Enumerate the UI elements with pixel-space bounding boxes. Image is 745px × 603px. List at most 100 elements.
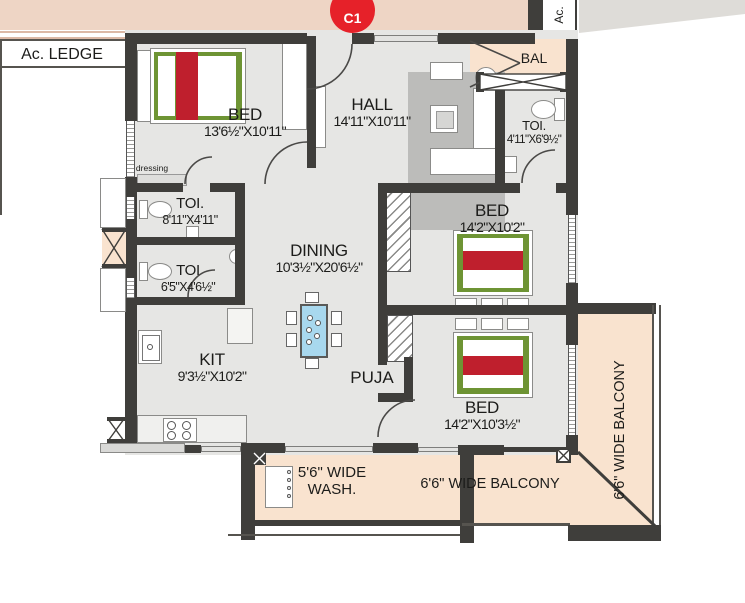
wall bbox=[378, 305, 578, 315]
wall bbox=[210, 183, 245, 192]
room-label-toi2: TOI 6'5"X4'6½" bbox=[161, 262, 216, 294]
wash-line2: WASH. bbox=[307, 480, 357, 498]
room-dims: 8'11"X4'11" bbox=[162, 212, 218, 227]
washing-machine-knob bbox=[287, 470, 291, 474]
duct-marker bbox=[556, 448, 571, 463]
bed2-wardrobe bbox=[383, 190, 411, 272]
wall bbox=[307, 36, 316, 168]
dining-chair bbox=[331, 311, 342, 325]
wall bbox=[241, 443, 285, 453]
ledge bbox=[100, 443, 185, 453]
wall bbox=[572, 303, 656, 314]
room-label-kitchen: KIT 9'3½"X10'2" bbox=[178, 350, 247, 385]
room-label-bed1: BED 13'6½"X10'11" bbox=[204, 105, 287, 140]
ac-corner-box bbox=[541, 0, 577, 31]
ledge-border-top bbox=[0, 39, 126, 41]
room-name: TOI bbox=[176, 262, 200, 279]
bed1-pillow bbox=[158, 56, 175, 116]
wash-line1: 5'6" WIDE bbox=[297, 464, 367, 481]
tv-cabinet bbox=[430, 62, 463, 80]
dining-chair bbox=[286, 333, 297, 347]
toi-attached-wc bbox=[531, 100, 556, 119]
room-name: KIT bbox=[199, 350, 225, 369]
stove bbox=[163, 418, 197, 442]
rail bbox=[462, 523, 570, 526]
wall bbox=[352, 33, 374, 44]
kitchen-sink-drain bbox=[147, 344, 153, 350]
bed1-runner bbox=[176, 52, 198, 120]
duct-marker bbox=[253, 452, 266, 465]
bed2-pillow bbox=[463, 238, 523, 251]
room-name: TOI. bbox=[176, 195, 204, 212]
window bbox=[568, 215, 576, 283]
wall bbox=[495, 90, 505, 190]
toi2-wc bbox=[148, 263, 172, 280]
washing-machine-knob bbox=[287, 494, 291, 498]
ledge-border-left bbox=[0, 39, 2, 215]
window bbox=[126, 278, 135, 298]
room-name: HALL bbox=[351, 95, 393, 114]
rail bbox=[659, 305, 661, 530]
dining-chair bbox=[286, 311, 297, 325]
top-band bbox=[0, 0, 530, 30]
dining-chair bbox=[305, 358, 319, 369]
toi2-wc-tank bbox=[139, 262, 148, 281]
plate bbox=[315, 320, 321, 326]
stove-burner bbox=[167, 431, 176, 440]
wall bbox=[556, 183, 578, 193]
wall bbox=[460, 451, 474, 543]
wall bbox=[566, 89, 578, 215]
room-dims: 4'11"X6'9½" bbox=[506, 133, 562, 146]
bed3-bench-1 bbox=[455, 318, 477, 330]
sofa-bottom bbox=[430, 148, 500, 175]
wall bbox=[378, 185, 387, 305]
wall bbox=[438, 33, 535, 44]
room-dims: 13'6½"X10'11" bbox=[204, 123, 287, 140]
plate bbox=[306, 327, 312, 333]
bed1-wardrobe bbox=[282, 36, 307, 130]
room-label-toi-attached: TOI. 4'11"X6'9½" bbox=[506, 118, 562, 146]
toi1-wc-tank bbox=[139, 200, 148, 219]
ledge-border-mid bbox=[0, 66, 126, 68]
room-name: DINING bbox=[290, 241, 348, 260]
wall bbox=[241, 443, 255, 540]
room-label-bed2: BED 14'2"X10'2" bbox=[460, 201, 525, 236]
puja-wardrobe bbox=[387, 315, 413, 362]
room-label-wash: 5'6" WIDE WASH. bbox=[297, 464, 367, 499]
duct-shaft bbox=[107, 417, 125, 443]
room-label-dining: DINING 10'3½"X20'6½" bbox=[275, 241, 364, 276]
window bbox=[418, 447, 460, 452]
room-name: BED bbox=[474, 201, 510, 220]
shaft-box bbox=[100, 178, 126, 228]
dining-chair bbox=[331, 333, 342, 347]
bed3-sheet bbox=[463, 340, 523, 356]
plate bbox=[314, 333, 320, 339]
wall bbox=[378, 310, 387, 365]
room-dims: 9'3½"X10'2" bbox=[177, 368, 247, 385]
wall bbox=[378, 393, 412, 402]
window bbox=[285, 446, 373, 452]
bed2-runner bbox=[463, 251, 523, 270]
room-dims: 14'2"X10'2" bbox=[459, 219, 525, 236]
room-name: TOI. bbox=[522, 118, 546, 133]
bal-label: BAL bbox=[520, 50, 548, 66]
stove-burner bbox=[167, 421, 176, 430]
room-label-balcony-right: 6'6" WIDE BALCONY bbox=[612, 360, 628, 500]
ac-corner-label: Ac. bbox=[552, 6, 566, 24]
window bbox=[201, 446, 241, 452]
unit-badge-label: C1 bbox=[343, 10, 362, 26]
coffee-table-top bbox=[436, 111, 454, 129]
dining-chair bbox=[305, 292, 319, 303]
stove-burner bbox=[182, 421, 191, 430]
window bbox=[126, 121, 135, 177]
wall bbox=[137, 183, 183, 192]
room-label-toi1: TOI. 8'11"X4'11" bbox=[162, 195, 218, 227]
wall bbox=[137, 237, 245, 245]
room-dims: 10'3½"X20'6½" bbox=[275, 259, 364, 276]
wall bbox=[185, 445, 201, 453]
window bbox=[568, 345, 576, 435]
bed3-bench-2 bbox=[481, 318, 503, 330]
duct-shaft bbox=[102, 228, 126, 268]
stove-burner bbox=[182, 431, 191, 440]
